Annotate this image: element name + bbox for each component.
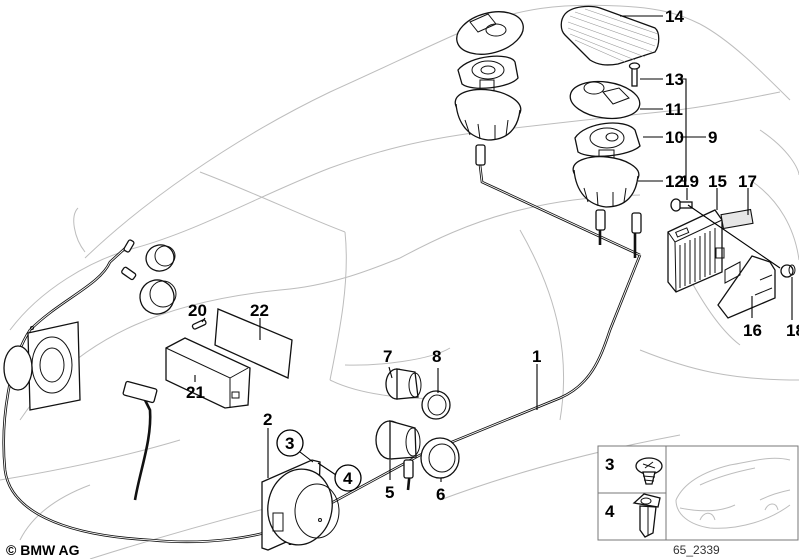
callout-2: 2 [263,410,272,429]
bolt-19 [670,198,693,212]
callout-10: 10 [665,128,684,147]
callout-19: 19 [680,172,699,191]
callout-6: 6 [436,485,445,504]
leader-lines [194,15,793,482]
callout-13: 13 [665,70,684,89]
speaker-housing-left [454,88,522,141]
inset-label-4: 4 [605,502,615,521]
fastener-inset: 3 4 [597,445,799,541]
callout-18: 18 [786,321,799,340]
tweeter-left-small [145,244,176,272]
tweeter-left-large [139,279,177,315]
callout-4: 4 [343,469,353,488]
callout-3: 3 [285,434,294,453]
loudspeaker-right [574,122,641,163]
screw-13 [628,62,641,87]
speaker-cover-right [569,80,641,120]
rear-woofer [3,321,81,411]
callout-9: 9 [708,128,717,147]
callout-12: 12 [665,172,684,191]
callout-16: 16 [743,321,762,340]
connectors [121,144,642,479]
pin-20 [191,319,207,330]
speaker-cover-left [456,11,524,55]
callout-21: 21 [186,383,205,402]
callout-5: 5 [385,483,394,502]
callout-labels: 14 13 11 10 9 12 19 15 17 16 18 20 22 21… [186,7,799,504]
screw-icon [635,457,663,485]
drawing-code: 65_2339 [673,543,720,557]
callout-11: 11 [665,100,683,119]
callout-14: 14 [665,7,684,26]
car-thumbnail-icon [675,457,791,529]
callout-1: 1 [532,347,541,366]
inset-label-3: 3 [605,455,614,474]
speaker-grille [560,5,660,66]
label-17 [720,208,754,230]
retaining-ring-8 [421,390,451,420]
door-loudspeaker [261,459,340,551]
amplifier [667,209,725,293]
cover-plate-22 [214,308,293,379]
bracket [717,255,776,319]
tweeter-housing-5 [375,420,421,460]
retaining-ring-6 [420,437,460,479]
speaker-housing-right [572,156,640,208]
callout-15: 15 [708,172,727,191]
callout-20: 20 [188,301,207,320]
callout-17: 17 [738,172,757,191]
copyright-text: © BMW AG [6,542,80,558]
callout-22: 22 [250,301,269,320]
nut-18 [780,264,796,278]
callout-8: 8 [432,347,441,366]
clip-nut-icon [632,493,661,538]
callout-7: 7 [383,347,392,366]
mounting-frame-21 [165,337,251,409]
